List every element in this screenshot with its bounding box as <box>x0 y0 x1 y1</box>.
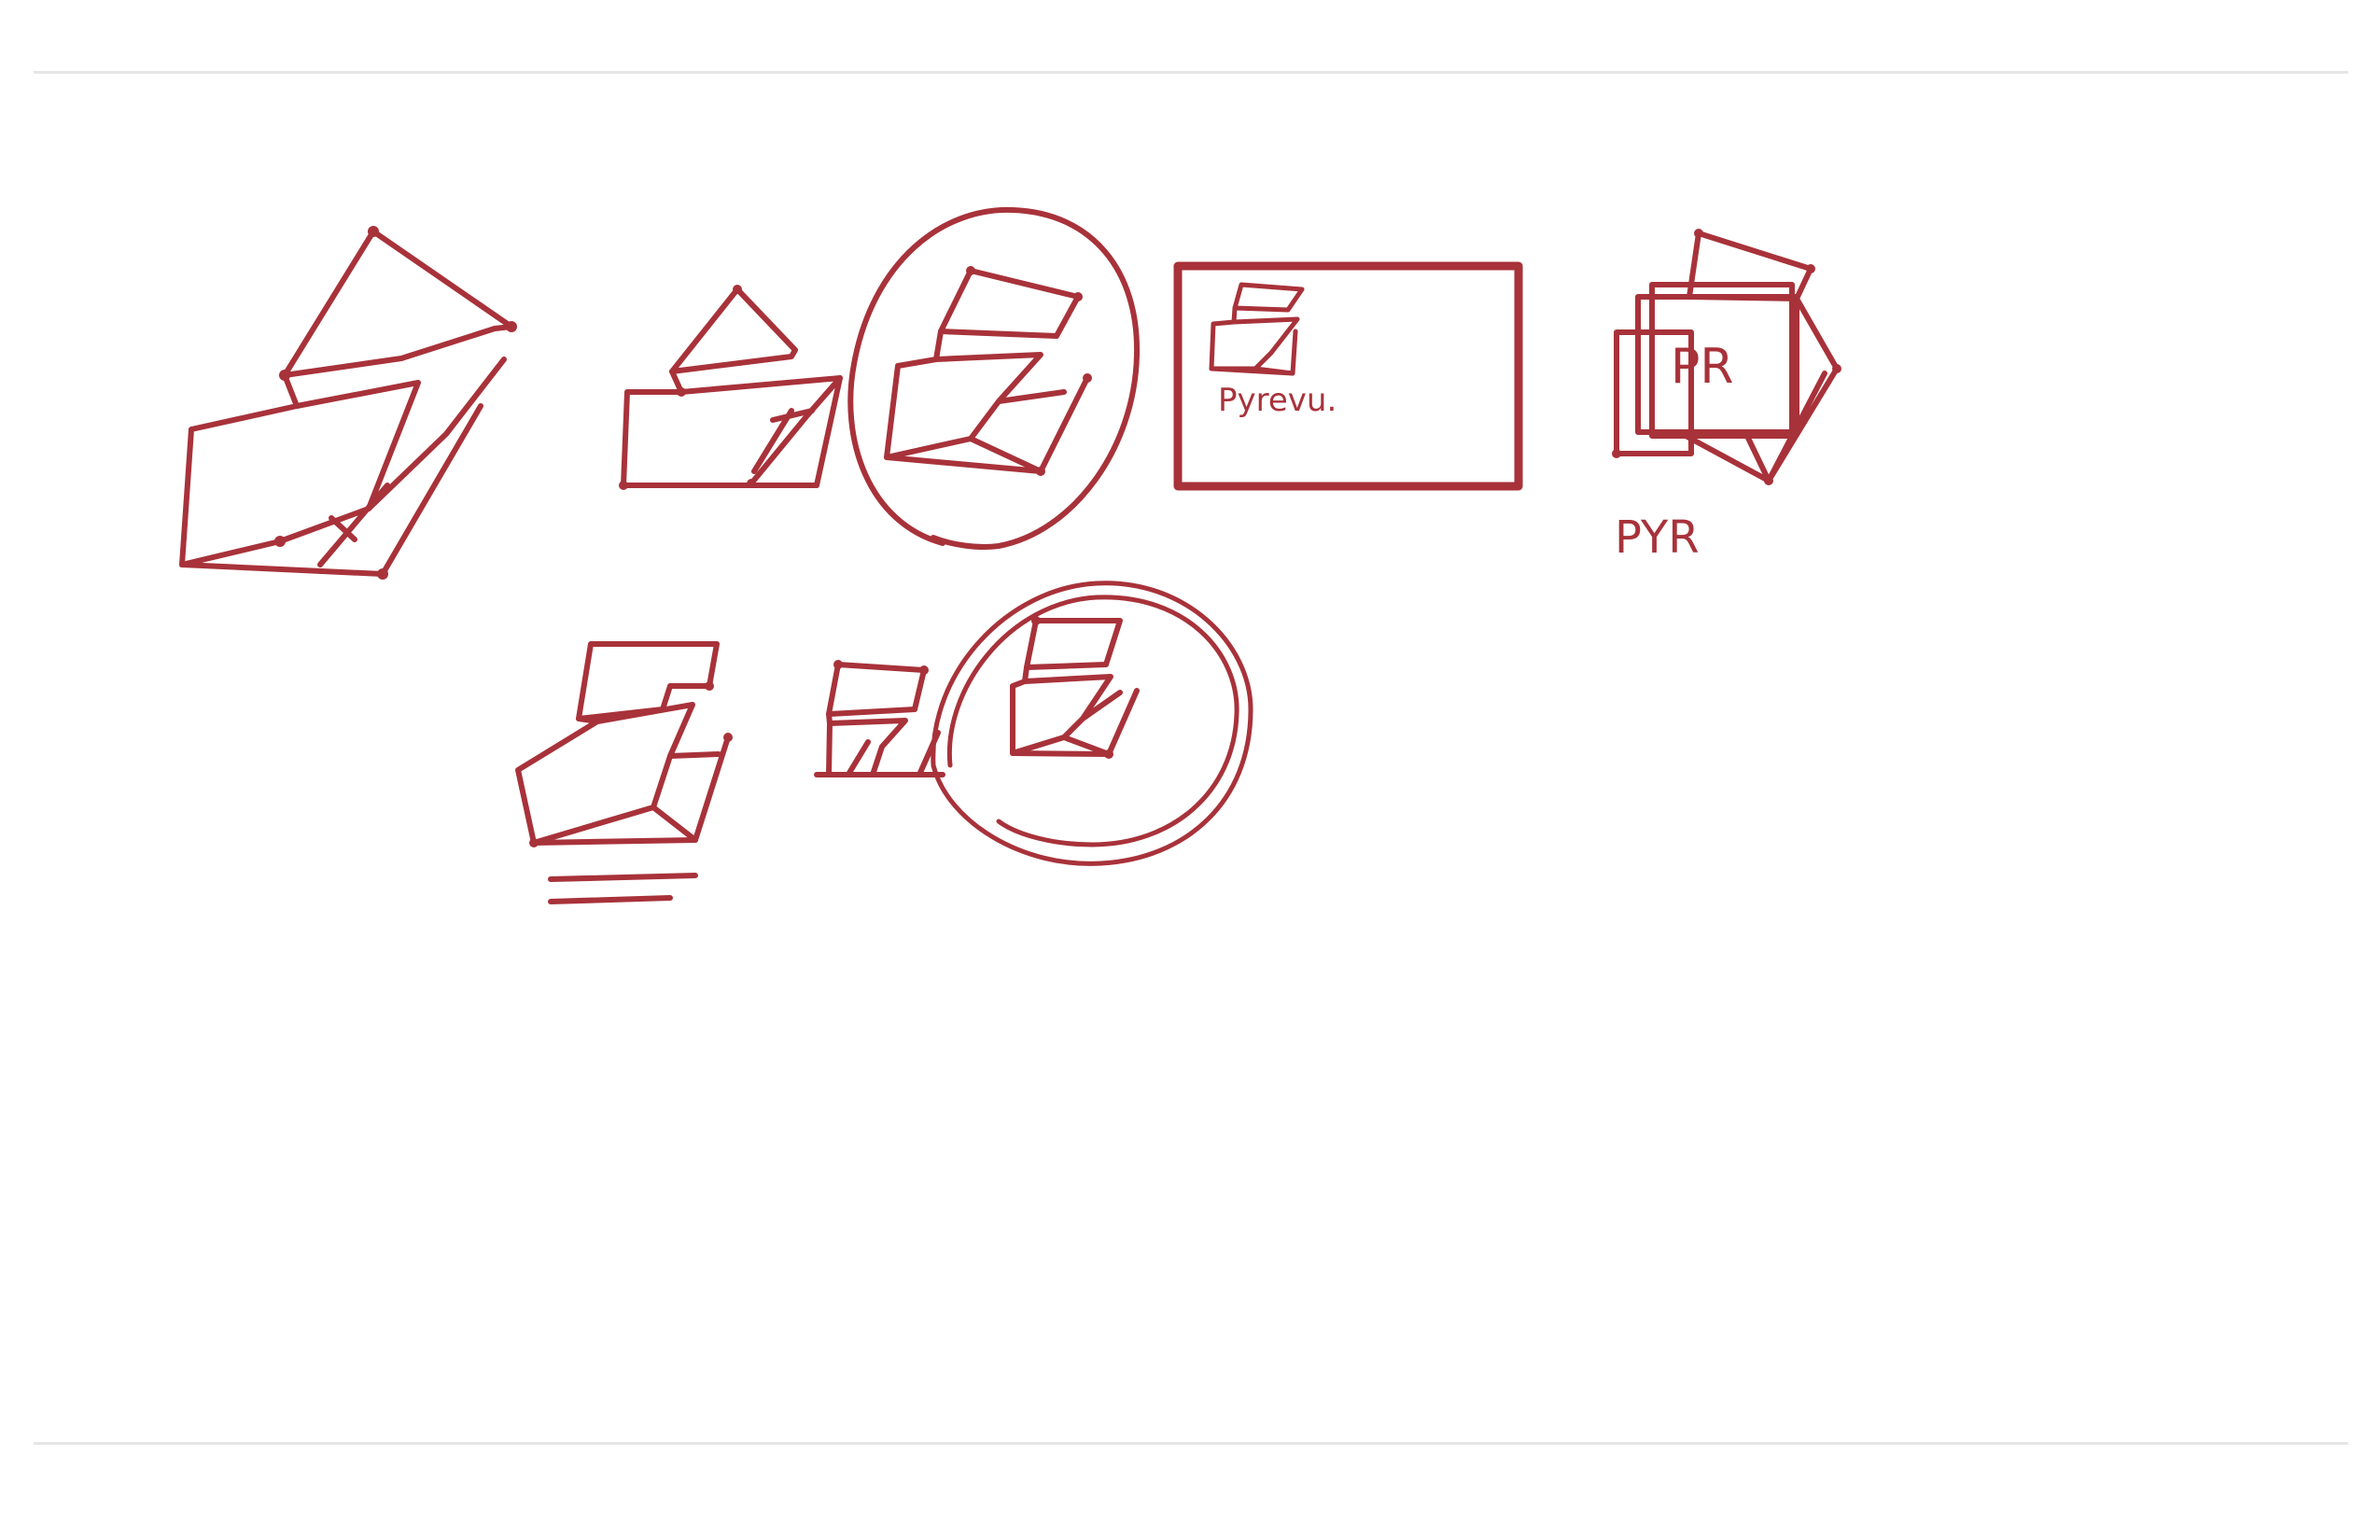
frame <box>1173 261 1523 491</box>
stacked-cards-inner-label: PR <box>1671 339 1734 395</box>
stacked-cards-mark <box>1612 229 1841 485</box>
framed-mark-label: Pyrevu. <box>1218 382 1337 419</box>
double-circled-mark <box>931 581 1253 866</box>
scan-top-edge <box>34 71 2348 74</box>
large-folded-mark <box>179 226 517 580</box>
tiny-mark <box>814 660 945 777</box>
underlined-mark <box>515 641 733 904</box>
scan-bottom-edge <box>34 1442 2348 1445</box>
circled-mark <box>847 206 1141 550</box>
framed-mark: Pyrevu. <box>1173 261 1523 491</box>
small-mark-on-baseline <box>619 285 843 490</box>
framed-mark-logo <box>1209 282 1305 376</box>
stacked-cards-below-label: PYR <box>1615 511 1700 564</box>
